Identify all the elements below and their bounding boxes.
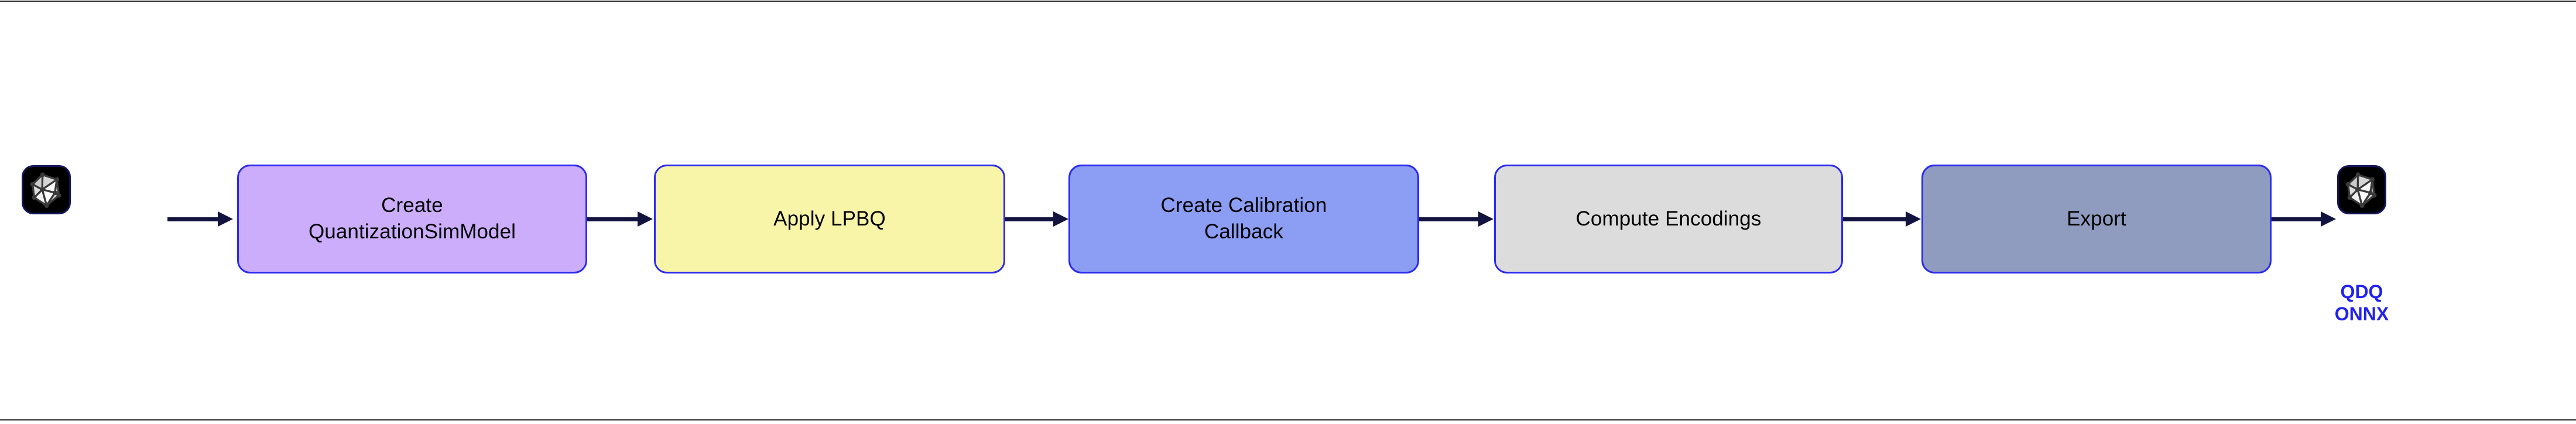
arrow-input-to-create-quantization-sim-model [167,210,233,228]
arrow-create-calibration-callback-to-compute-encodings [1419,210,1493,228]
step-label-compute-encodings: Compute Encodings [1575,207,1762,230]
step-label-apply-lpbq: Apply LPBQ [773,207,886,230]
onnx-polyhedron-glyph [2345,172,2377,208]
step-label-line1: Create [381,194,443,217]
onnx-polyhedron-glyph [30,172,61,208]
bottom-divider-rule [0,419,2576,420]
arrow-compute-encodings-to-export [1843,210,1921,228]
output-caption-line1: QDQ [2340,281,2383,302]
step-label-create-calibration-callback: Create Calibration Callback [1161,193,1327,245]
step-label-line1: Create Calibration [1160,194,1327,217]
step-label-line2: Callback [1204,220,1283,243]
arrow-export-to-output [2272,210,2336,228]
step-label-create-quantization-sim-model: Create QuantizationSimModel [309,193,516,245]
step-label-line2: QuantizationSimModel [308,220,516,243]
top-divider-rule [0,1,2576,2]
arrow-apply-lpbq-to-create-calibration-callback [1005,210,1068,228]
output-caption-qdq-onnx: QDQ ONNX [2315,281,2409,326]
output-caption-line2: ONNX [2334,303,2389,324]
step-compute-encodings[interactable]: Compute Encodings [1494,165,1843,273]
step-export[interactable]: Export [1921,165,2272,273]
step-create-quantization-sim-model[interactable]: Create QuantizationSimModel [237,165,587,273]
step-create-calibration-callback[interactable]: Create Calibration Callback [1068,165,1419,273]
step-apply-lpbq[interactable]: Apply LPBQ [654,165,1005,273]
onnx-logo-icon-output [2337,165,2386,214]
onnx-logo-icon-input [22,165,71,214]
step-label-export: Export [2067,207,2126,230]
arrow-create-quantization-sim-model-to-apply-lpbq [587,210,653,228]
